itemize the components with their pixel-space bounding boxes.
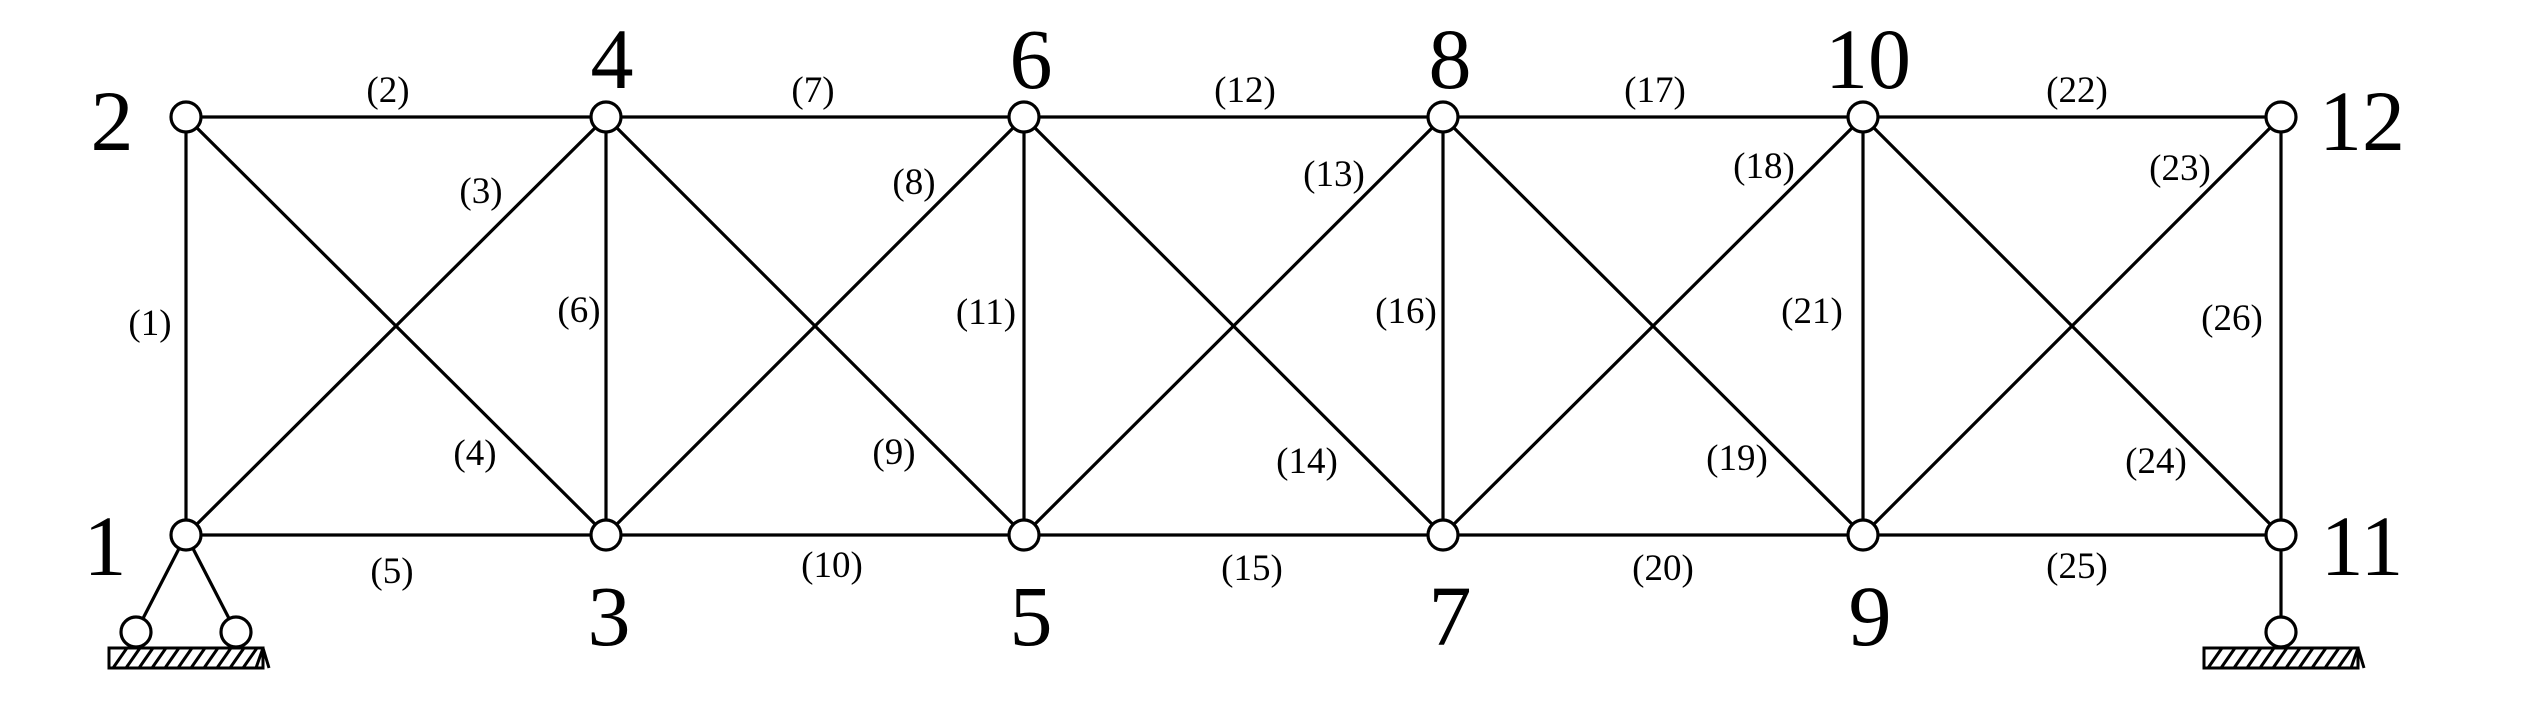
roller-support-ground-hatch-line	[2219, 647, 2237, 669]
pin-support-ground-hatch-line	[137, 647, 155, 669]
member-label-23: (23)	[2149, 148, 2211, 189]
node-6	[1007, 100, 1041, 134]
node-3	[589, 518, 623, 552]
member-14	[1022, 115, 1445, 537]
member-label-15: (15)	[1221, 548, 1283, 589]
pin-support-ground-hatch-line	[254, 647, 265, 669]
pin-support-ground-hatch-line	[124, 647, 142, 669]
member-label-16: (16)	[1375, 291, 1437, 332]
members-layer	[184, 115, 2283, 537]
node-1	[169, 518, 203, 552]
roller-support-ground-hatch-line	[2284, 647, 2302, 669]
node-9	[1846, 518, 1880, 552]
node-8	[1426, 100, 1460, 134]
node-label-12: 12	[2319, 73, 2405, 169]
member-label-13: (13)	[1303, 154, 1365, 195]
pin-support-left-leg	[134, 534, 188, 633]
node-10	[1846, 100, 1880, 134]
node-label-11: 11	[2321, 498, 2404, 594]
member-label-14: (14)	[1276, 441, 1338, 482]
roller-support-ground-hatch-line	[2206, 647, 2224, 669]
member-label-5: (5)	[370, 551, 413, 592]
member-label-19: (19)	[1706, 438, 1768, 479]
member-label-10: (10)	[801, 545, 863, 586]
node-label-10: 10	[1825, 11, 1911, 107]
pin-support-ground-hatch-line	[261, 647, 271, 669]
roller-support-ground-hatch-line	[2323, 647, 2341, 669]
member-label-4: (4)	[453, 433, 496, 474]
node-label-3: 3	[588, 568, 631, 664]
roller-support-ground-hatch-line	[2336, 647, 2354, 669]
roller-support-hinge	[2264, 615, 2298, 649]
member-label-20: (20)	[1632, 548, 1694, 589]
node-label-9: 9	[1849, 568, 1892, 664]
pin-support-right-hinge	[219, 615, 253, 649]
roller-support-ground-hatch-line	[2258, 647, 2276, 669]
member-label-8: (8)	[892, 162, 935, 203]
member-label-17: (17)	[1624, 70, 1686, 111]
roller-support-ground-hatch-line	[2232, 647, 2250, 669]
pin-support-ground-hatch-line	[228, 647, 246, 669]
node-4	[589, 100, 623, 134]
roller-support-ground-hatch-line	[2271, 647, 2289, 669]
node-label-1: 1	[84, 498, 127, 594]
roller-support-ground	[2202, 646, 2366, 670]
pin-support-ground-hatch-line	[150, 647, 168, 669]
member-label-18: (18)	[1733, 146, 1795, 187]
member-label-2: (2)	[366, 70, 409, 111]
pin-support-left-hinge	[119, 615, 153, 649]
pin-support-ground-hatch-line	[176, 647, 194, 669]
node-label-8: 8	[1429, 11, 1472, 107]
node-5	[1007, 518, 1041, 552]
roller-support-ground-hatch-line	[2297, 647, 2315, 669]
pin-support	[107, 534, 271, 670]
node-label-4: 4	[591, 11, 634, 107]
member-label-12: (12)	[1214, 70, 1276, 111]
pin-support-ground	[107, 646, 271, 670]
member-9	[604, 115, 1026, 537]
member-24	[1861, 115, 2283, 537]
member-label-1: (1)	[128, 303, 171, 344]
node-label-5: 5	[1010, 568, 1053, 664]
member-19	[1441, 115, 1865, 537]
node-2	[169, 100, 203, 134]
node-label-7: 7	[1429, 568, 1472, 664]
roller-support-ground-hatch-line	[2310, 647, 2328, 669]
member-label-24: (24)	[2125, 441, 2187, 482]
node-12	[2264, 100, 2298, 134]
roller-support-ground-hatch-line	[2356, 647, 2366, 669]
pin-support-ground-hatch-line	[111, 647, 129, 669]
member-labels-layer: (1) (2) (3) (4) (5) (6) (7) (8) (9) (10) (11) (12) (…	[128, 70, 2262, 592]
node-7	[1426, 518, 1460, 552]
member-label-22: (22)	[2046, 70, 2108, 111]
pin-support-ground-hatch-line	[215, 647, 233, 669]
member-label-9: (9)	[872, 432, 915, 473]
member-label-21: (21)	[1781, 291, 1843, 332]
node-label-2: 2	[91, 73, 134, 169]
pin-support-right-leg	[184, 534, 238, 633]
member-label-3: (3)	[459, 171, 502, 212]
roller-support-ground-hatch-line	[2349, 647, 2360, 669]
member-label-26: (26)	[2201, 298, 2263, 339]
node-label-6: 6	[1010, 11, 1053, 107]
member-label-11: (11)	[956, 292, 1016, 333]
pin-support-ground-hatch-line	[163, 647, 181, 669]
roller-support	[2202, 535, 2366, 670]
pin-support-ground-hatch-line	[241, 647, 259, 669]
member-label-6: (6)	[557, 290, 600, 331]
member-label-25: (25)	[2046, 546, 2108, 587]
nodes-layer	[169, 100, 2298, 552]
member-label-7: (7)	[791, 70, 834, 111]
member-4	[184, 115, 608, 537]
pin-support-ground-hatch-line	[189, 647, 207, 669]
roller-support-ground-hatch-line	[2245, 647, 2263, 669]
node-11	[2264, 518, 2298, 552]
supports-layer	[107, 534, 2366, 670]
pin-support-ground-hatch-line	[202, 647, 220, 669]
